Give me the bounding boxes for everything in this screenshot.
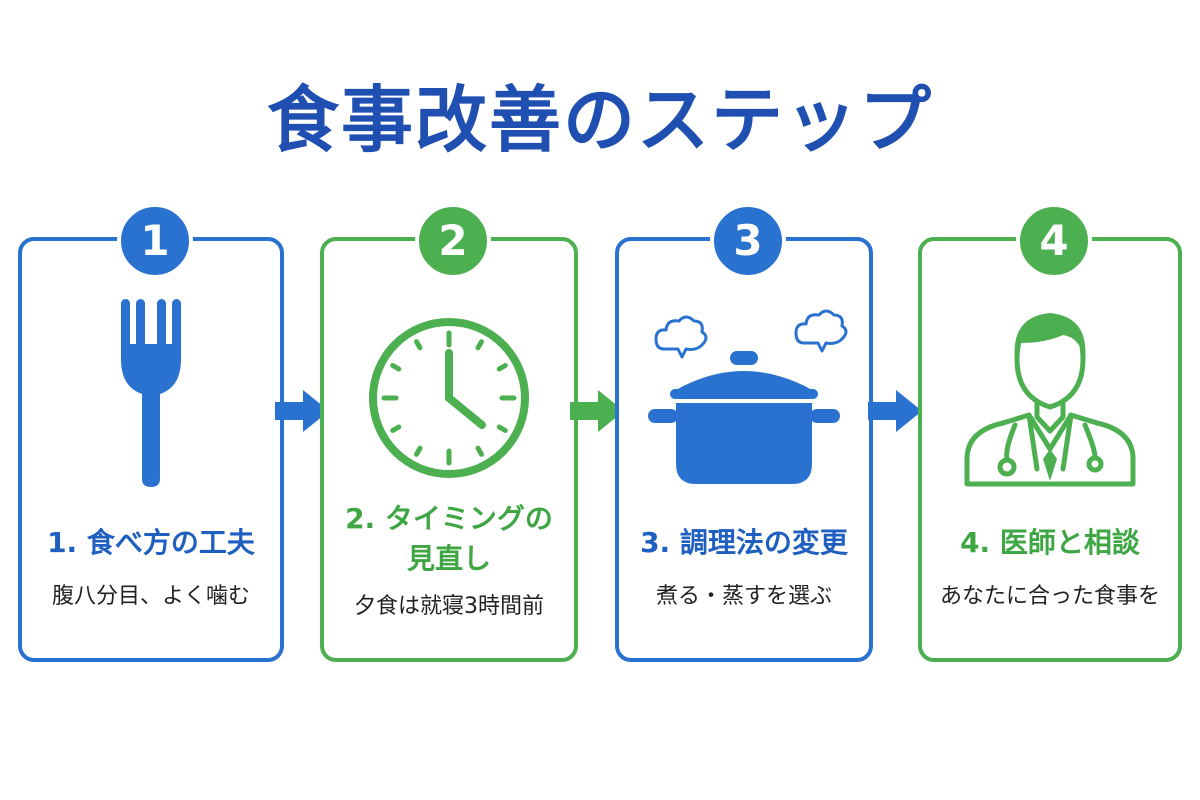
step-number-badge: 1: [117, 203, 193, 279]
arrow-right-icon: [570, 390, 624, 432]
arrow-right-icon: [868, 390, 922, 432]
step-title-line: 見直し: [406, 542, 491, 575]
step-description: あなたに合った食事を: [939, 584, 1160, 609]
step-title: 1. 食べ方の工夫: [47, 526, 255, 559]
step-card-2: 2 2. タイミングの: [320, 203, 578, 662]
step-description: 腹八分目、よく噛む: [51, 584, 250, 609]
doctor-icon: [922, 299, 1178, 499]
step-number-badge: 3: [710, 203, 786, 279]
steaming-pot-icon: [619, 299, 869, 499]
step-title: 4. 医師と相談: [960, 526, 1140, 559]
step-card-4: 4 4. 医師と相談 あなたに合った食事を: [918, 203, 1182, 662]
step-title: 3. 調理法の変更: [640, 526, 848, 559]
page-title: 食事改善のステップ: [266, 78, 933, 162]
step-description: 夕食は就寝3時間前: [354, 594, 544, 619]
arrow-right-icon: [275, 390, 329, 432]
step-card-3: 3 3. 調理法の変更 煮る・蒸すを選ぶ: [615, 203, 873, 662]
step-card-1: 1 1. 食べ方の工夫 腹八分目、よく噛む: [18, 203, 284, 662]
clock-icon: [324, 299, 574, 499]
step-title-line: 2. タイミングの: [345, 502, 553, 535]
step-number-badge: 2: [415, 203, 491, 279]
step-description: 煮る・蒸すを選ぶ: [655, 584, 832, 609]
step-number-badge: 4: [1016, 203, 1092, 279]
step-title: 2. タイミングの 見直し: [332, 499, 566, 579]
fork-icon: [22, 299, 280, 499]
